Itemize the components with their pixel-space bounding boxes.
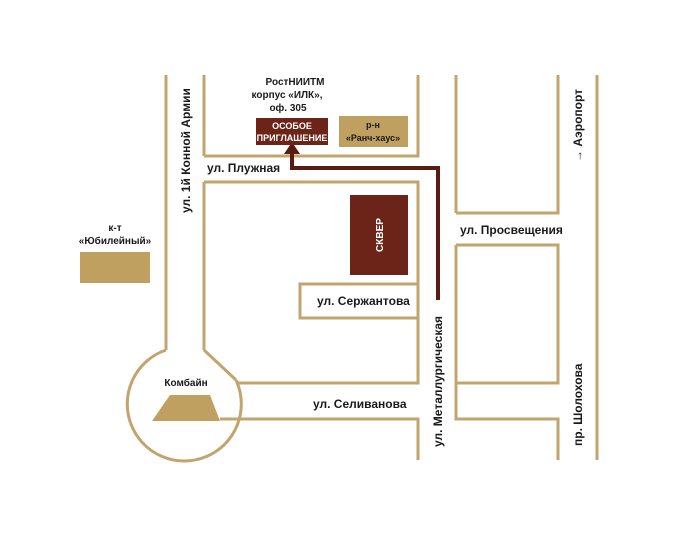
jubilee-line2: «Юбилейный» <box>79 235 152 247</box>
trapezoid-monument-icon[interactable] <box>152 395 220 421</box>
skver-box[interactable] <box>350 195 408 275</box>
prosvescheniya-north-block <box>456 75 560 215</box>
selivanova-south-edge <box>220 417 420 460</box>
street-label-sholokhova: пр. Шолохова <box>571 363 585 446</box>
kombain-label: Комбайн <box>164 377 207 389</box>
skver-label: СКВЕР <box>375 218 386 252</box>
ranch-house-line2: «Ранч-хаус» <box>346 133 400 143</box>
street-label-konnoy-armii: ул. 1й Конной Армии <box>179 88 193 213</box>
street-network <box>125 75 599 463</box>
metallurgicheskaya-east-edge-mid <box>454 245 560 460</box>
pluzhnaya-north-edge <box>204 75 420 158</box>
roundabout-outline <box>125 348 243 463</box>
jubilee-cinema-box[interactable] <box>80 252 150 283</box>
prosvescheniya-south-block <box>456 243 560 385</box>
route-line <box>290 152 440 300</box>
street-label-selivanova: ул. Селиванова <box>313 397 407 411</box>
pluzhnaya-south-edge <box>204 180 420 318</box>
street-label-prosvescheniya: ул. Просвещения <box>460 223 563 237</box>
ranch-house-box[interactable] <box>339 116 408 147</box>
route-path <box>290 152 440 300</box>
destination-office: оф. 305 <box>269 102 307 114</box>
jubilee-line1: к-т <box>108 223 121 234</box>
street-label-metallurgicheskaya: ул. Металлургическая <box>431 316 445 447</box>
ranch-house-line1: р-н <box>366 120 380 130</box>
roundabout-east-link <box>202 348 238 382</box>
street-label-pluzhnaya: ул. Плужная <box>207 161 280 175</box>
serzhantova-outline <box>298 282 418 320</box>
destination-box-line1: ОСОБОЕ <box>272 121 312 131</box>
street-label-serzhantova: ул. Сержантова <box>317 294 410 308</box>
destination-box[interactable] <box>256 118 328 145</box>
arrow-up-icon <box>284 142 300 154</box>
street-label-aeroport: → Аэропорт <box>571 89 585 162</box>
destination-box-line2: ПРИГЛАШЕНИЕ <box>257 133 328 143</box>
destination-name: РостНИИТМ <box>266 77 325 88</box>
selivanova-north-edge <box>236 318 420 385</box>
destination-building: корпус «ИЛК», <box>252 90 323 101</box>
